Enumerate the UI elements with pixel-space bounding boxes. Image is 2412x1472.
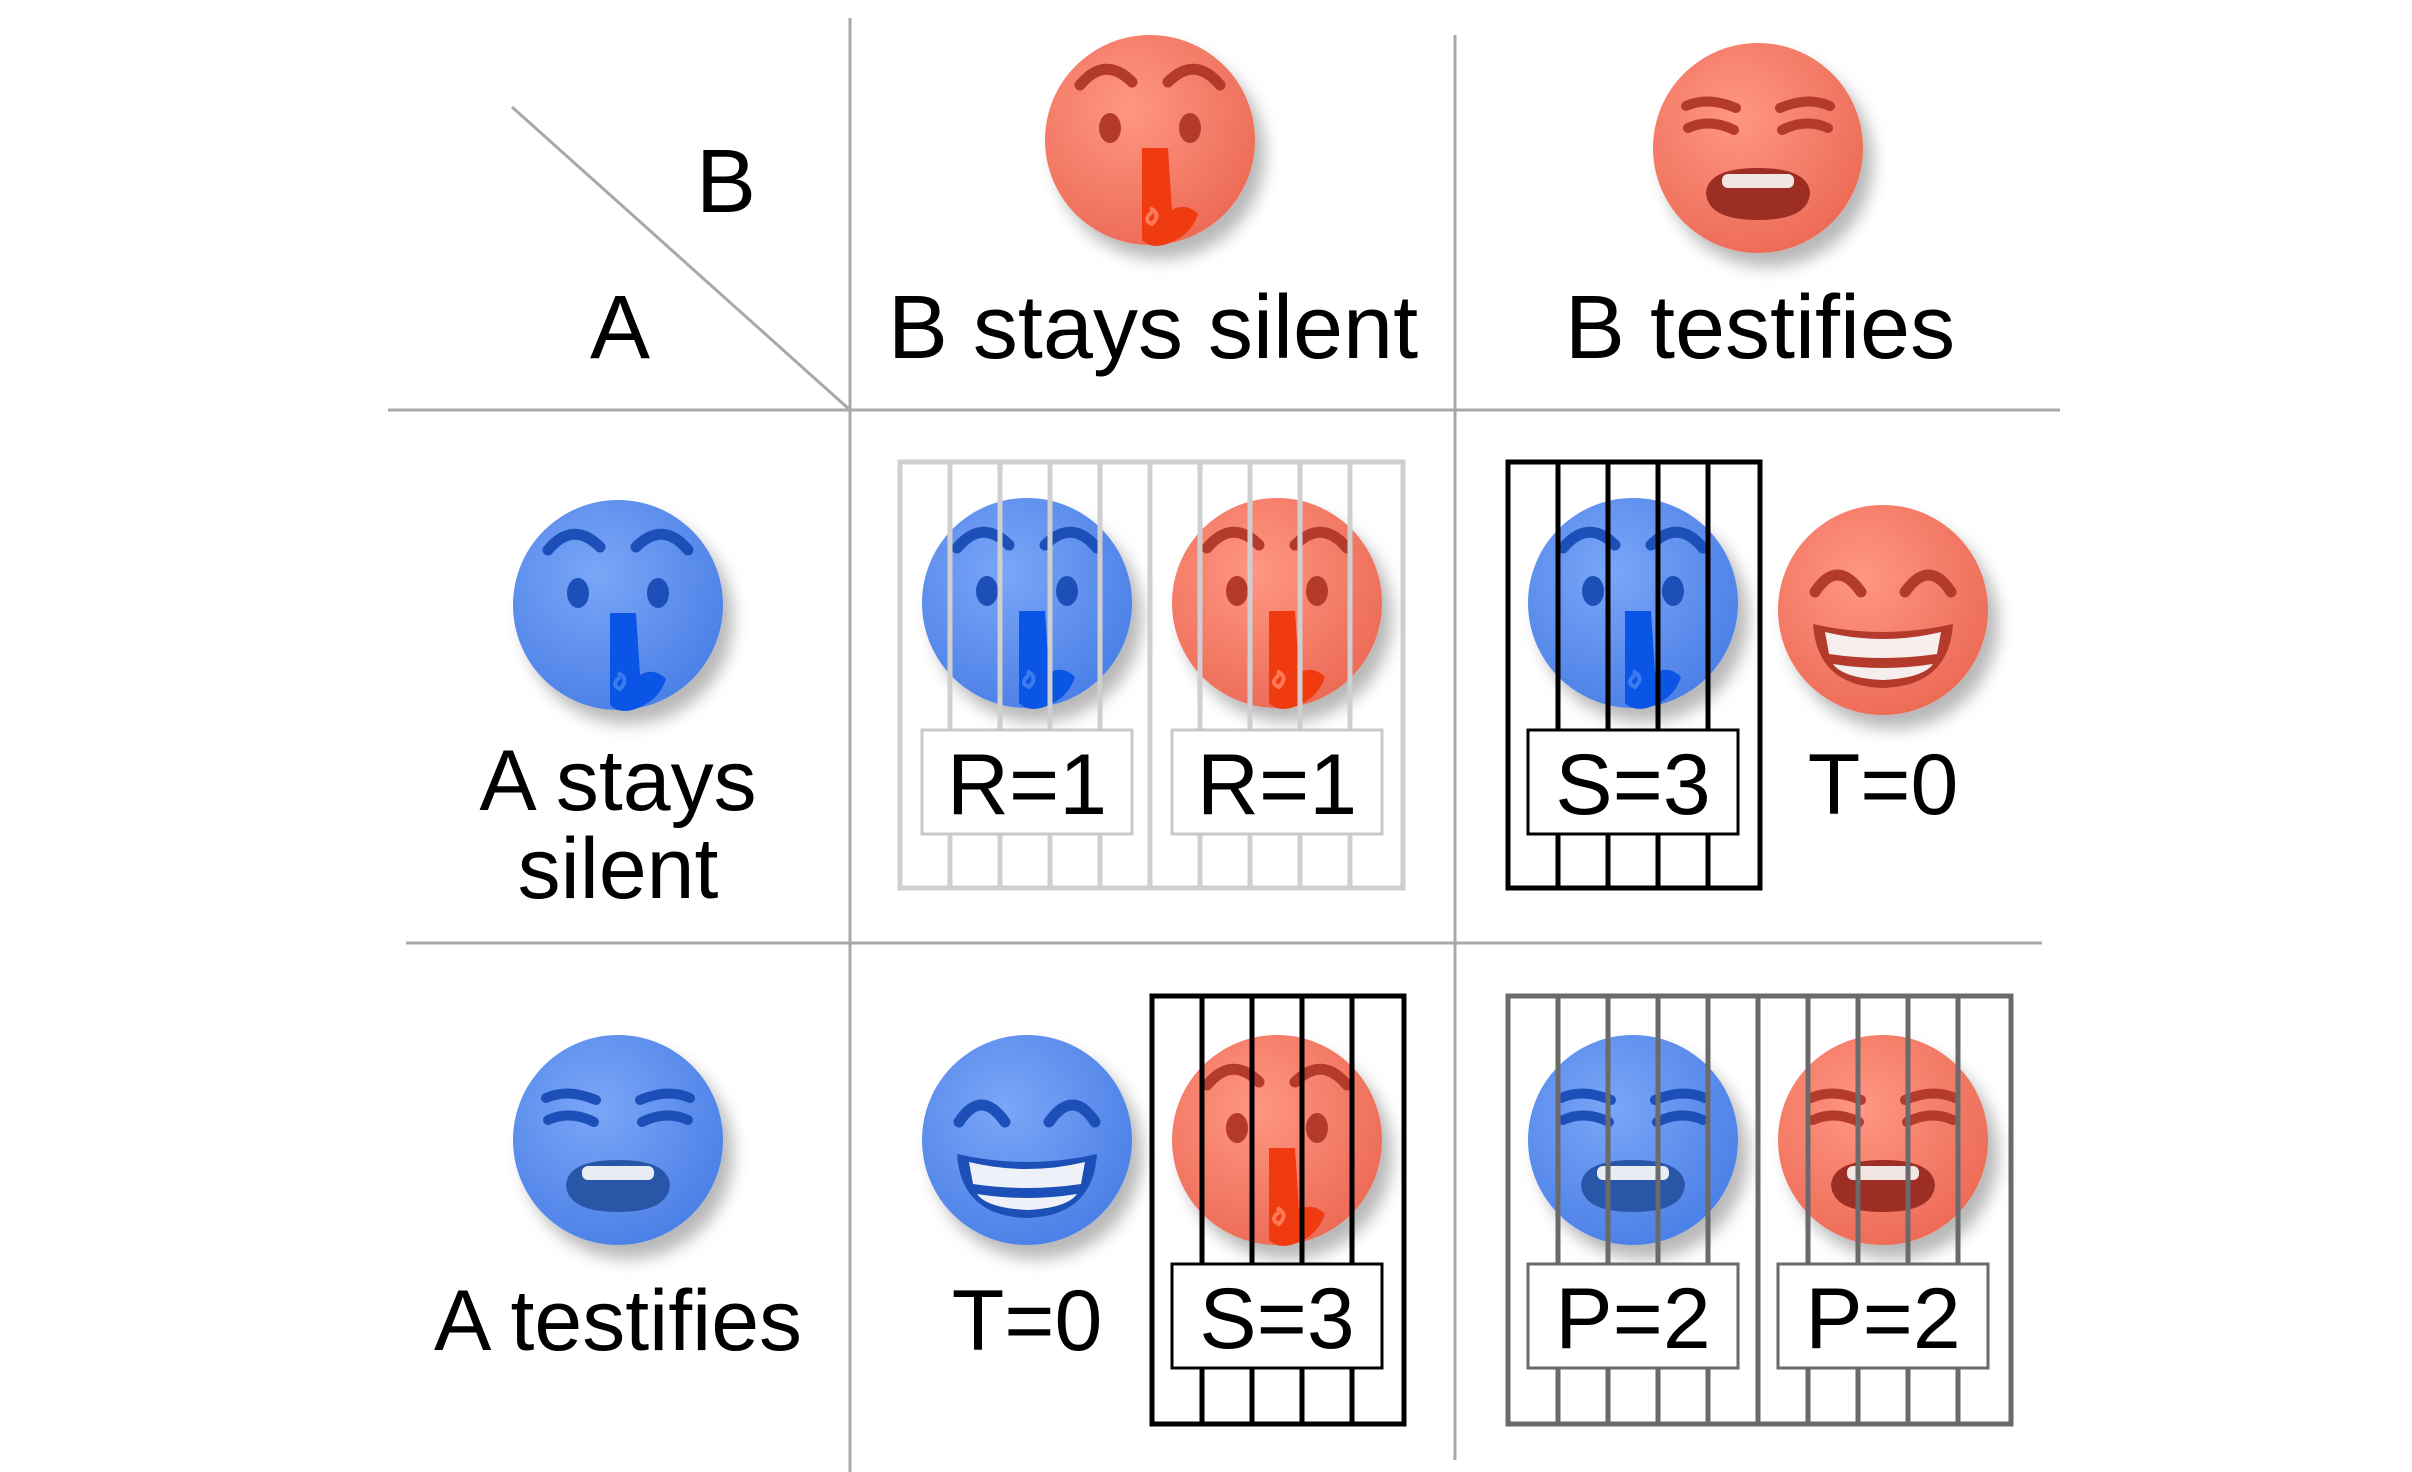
column-header-b-testifies: B testifies [1565,278,1955,378]
payoff-box [1526,728,1740,836]
payoff-b-silent-silent: R=1 [1197,737,1357,833]
payoff-box [1776,1262,1990,1370]
grinning-face-red-icon [1778,505,1988,715]
weary-face-blue-icon [513,1035,723,1245]
shushing-face-red-icon [1045,35,1255,246]
cell-silent-silent: R=1 R=1 [897,459,1406,891]
payoff-box [1526,1262,1740,1370]
corner-label-a: A [590,278,650,378]
payoff-box [920,728,1134,836]
cell-testify-silent: T=0 S=3 [922,993,1407,1427]
shushing-face-blue-icon [513,500,723,711]
payoff-box [1170,728,1384,836]
payoff-a-testify-testify: P=2 [1555,1271,1710,1367]
weary-face-red-icon [1653,43,1863,253]
corner-label-b: B [696,132,756,232]
table-grid [388,18,2060,1472]
payoff-b-testify-silent: S=3 [1199,1271,1354,1367]
cell-silent-testify: S=3 T=0 [1505,459,1988,891]
payoff-a-silent-silent: R=1 [947,737,1107,833]
column-header-b-silent: B stays silent [888,278,1418,378]
row-header-a-silent-line2: silent [518,821,719,917]
payoff-b-silent-testify: T=0 [1808,737,1959,833]
payoff-box [1170,1262,1384,1370]
corner-diagonal [510,105,852,412]
row-header-a-testifies: A testifies [434,1273,802,1369]
payoff-b-testify-testify: P=2 [1805,1271,1960,1367]
payoff-a-testify-silent: T=0 [952,1273,1103,1369]
cell-testify-testify: P=2 P=2 [1505,993,2014,1427]
row-header-a-silent-line1: A stays [479,733,756,829]
grinning-face-blue-icon [922,1035,1132,1245]
payoff-a-silent-testify: S=3 [1555,737,1710,833]
